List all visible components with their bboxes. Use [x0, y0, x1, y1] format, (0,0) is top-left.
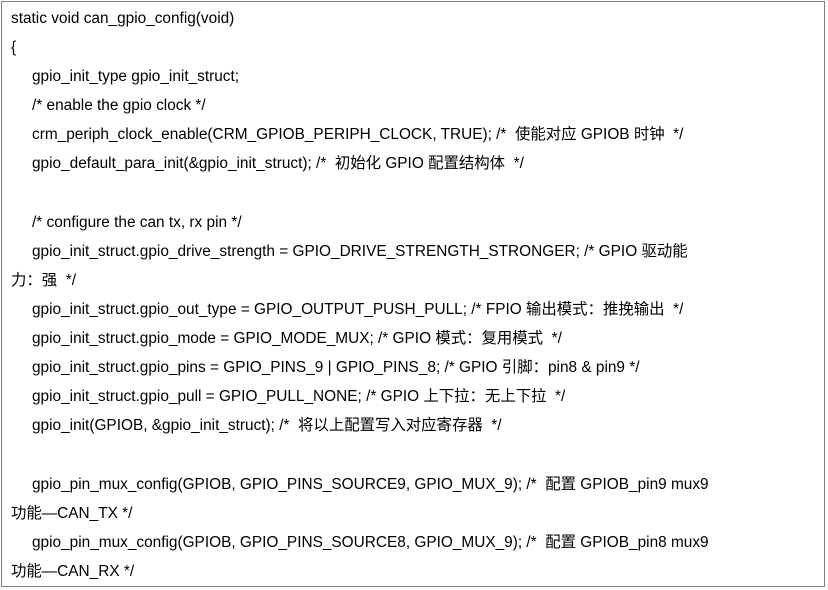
code-line: /* enable the gpio clock */ [32, 97, 206, 115]
code-line-wrap: 功能—CAN_TX */ [11, 504, 133, 522]
code-line: gpio_init_struct.gpio_mode = GPIO_MODE_M… [32, 330, 562, 348]
code-line-wrap: 力：强 */ [11, 271, 76, 289]
code-line: /* configure the can tx, rx pin */ [32, 213, 242, 231]
code-line: crm_periph_clock_enable(CRM_GPIOB_PERIPH… [32, 126, 684, 144]
code-line: gpio_init(GPIOB, &gpio_init_struct); /* … [32, 417, 502, 435]
code-line: { [11, 39, 17, 57]
code-line-blank [11, 440, 819, 469]
code-listing: static void can_gpio_config(void) { gpio… [11, 4, 819, 586]
code-line: static void can_gpio_config(void) [11, 10, 235, 27]
code-line-wrap: 功能—CAN_RX */ [11, 562, 135, 580]
code-line: gpio_init_struct.gpio_drive_strength = G… [32, 242, 688, 260]
code-line: gpio_init_struct.gpio_pull = GPIO_PULL_N… [32, 388, 566, 406]
code-line: gpio_init_struct.gpio_pins = GPIO_PINS_9… [32, 359, 640, 377]
code-line-blank [11, 179, 819, 208]
code-line: gpio_pin_mux_config(GPIOB, GPIO_PINS_SOU… [32, 475, 709, 493]
code-line: gpio_init_struct.gpio_out_type = GPIO_OU… [32, 300, 684, 318]
code-line: gpio_pin_mux_config(GPIOB, GPIO_PINS_SOU… [32, 533, 709, 551]
code-line: gpio_default_para_init(&gpio_init_struct… [32, 155, 524, 173]
code-line: gpio_init_type gpio_init_struct; [32, 68, 240, 86]
